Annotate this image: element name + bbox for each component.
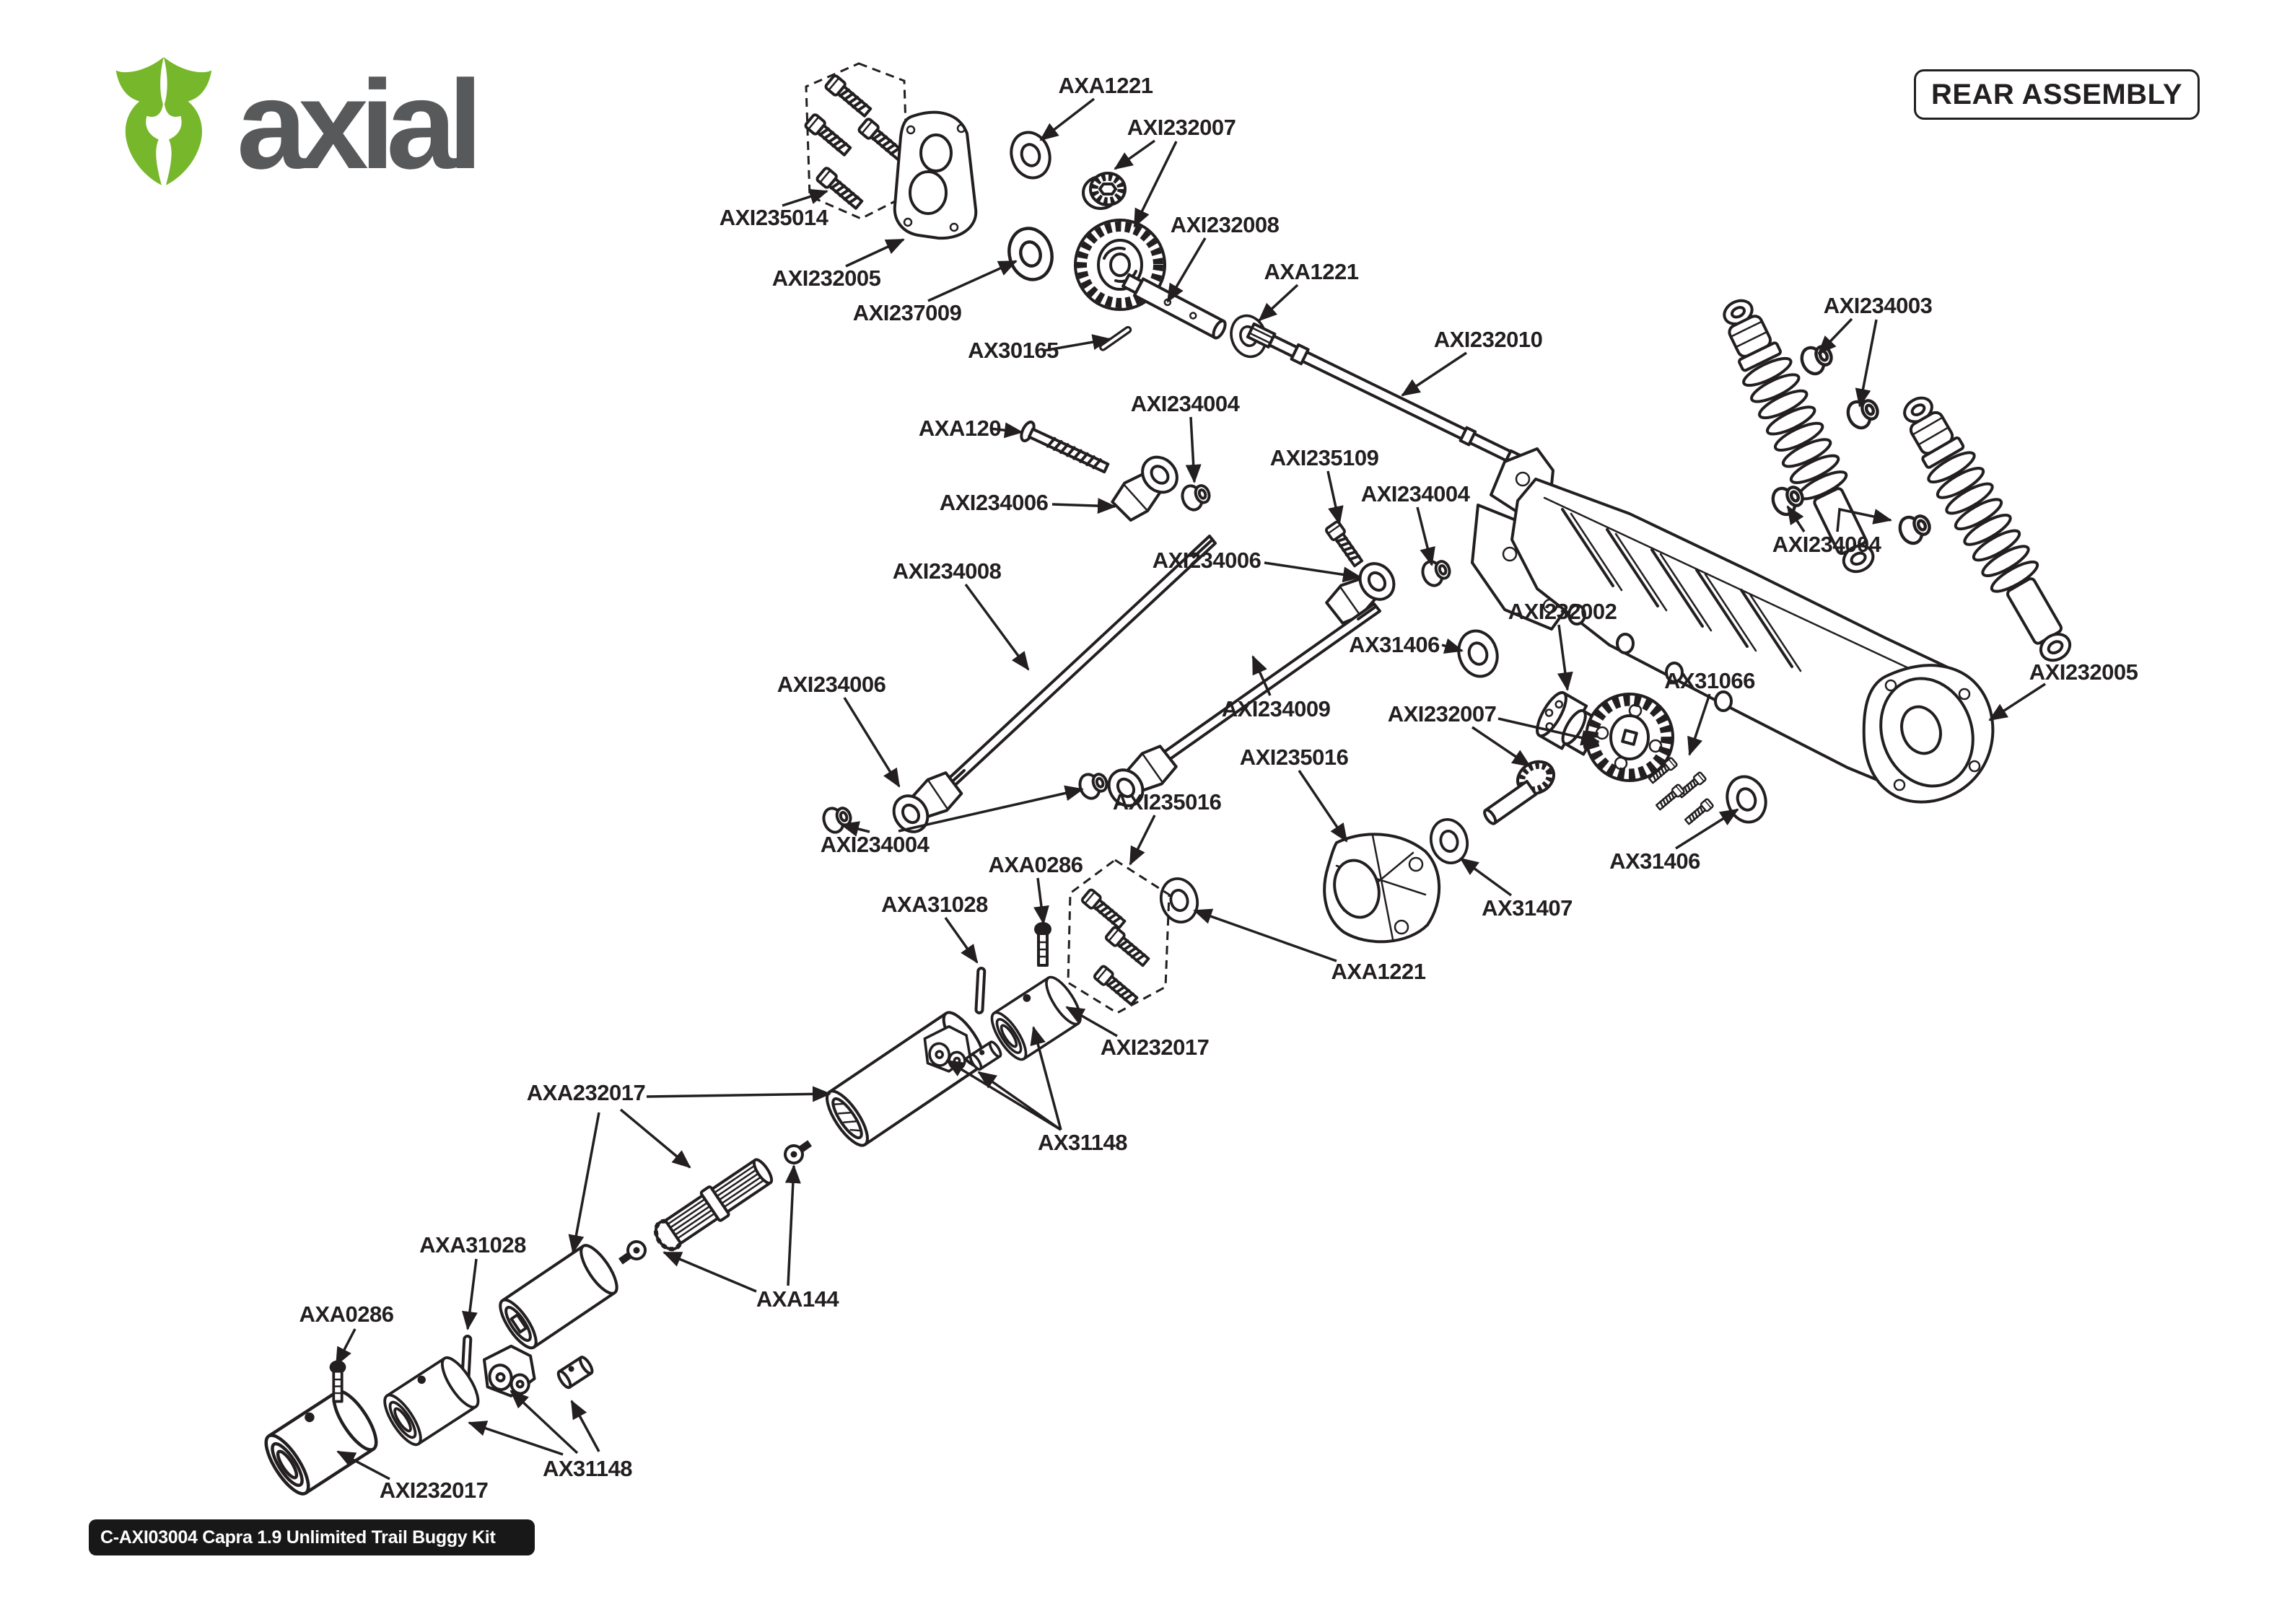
shock-bushing-axi234003-1 <box>1798 341 1836 377</box>
shock-bushing-axi234004-1 <box>1769 481 1807 518</box>
pivot-ball-axi234004-2 <box>1417 554 1455 590</box>
part-label-axi234004-d: AXI234004 <box>1772 532 1881 557</box>
driveshaft-tube-a <box>826 1011 986 1147</box>
part-label-axa0286-b: AXA0286 <box>299 1302 394 1327</box>
kit-label: C-AXI03004 Capra 1.9 Unlimited Trail Bug… <box>89 1519 535 1555</box>
link-screw-axa120 <box>1020 420 1110 474</box>
page-title-text: REAR ASSEMBLY <box>1930 78 2183 110</box>
part-label-axi235014: AXI235014 <box>719 205 828 230</box>
axial-logo: axial <box>115 55 484 196</box>
shock-bushing-axi234004-2 <box>1896 510 1934 547</box>
pinion-gear-axi232007 <box>1082 172 1127 210</box>
set-screw-axa0286-1 <box>1033 921 1053 967</box>
part-label-axi234006-b: AXI234006 <box>1152 548 1261 573</box>
part-label-axi234006-c: AXI234006 <box>777 672 886 697</box>
pin-ax30165 <box>1098 325 1133 352</box>
part-label-ax31148-a: AX31148 <box>1037 1130 1128 1155</box>
driveshaft-tube-b <box>499 1244 618 1350</box>
part-label-ax31407: AX31407 <box>1482 895 1573 921</box>
screw-axa144-2 <box>780 1134 816 1168</box>
u-joint-ax31148-2 <box>479 1341 538 1402</box>
part-label-axi234003: AXI234003 <box>1823 293 1933 318</box>
part-label-axi235016-b: AXI235016 <box>1112 789 1222 815</box>
axle-housing <box>1471 447 1995 804</box>
ring-gear <box>1585 693 1674 782</box>
part-label-axi235109: AXI235109 <box>1269 445 1379 470</box>
gear-shaft-axi232008 <box>1121 273 1227 340</box>
part-label-axi232007-a: AXI232007 <box>1127 115 1236 140</box>
pivot-ball-axi234004-4 <box>1075 767 1112 803</box>
part-label-axa1221-c: AXA1221 <box>1331 959 1426 984</box>
gearbox-plate-axi232005 <box>893 110 978 240</box>
kit-label-text: C-AXI03004 Capra 1.9 Unlimited Trail Bug… <box>100 1527 496 1548</box>
screw-axi235109 <box>1324 519 1366 569</box>
part-label-axi232007-b: AXI232007 <box>1387 701 1497 727</box>
part-label-axa31028-b: AXA31028 <box>419 1232 526 1257</box>
part-label-ax31406-a: AX31406 <box>1349 632 1440 657</box>
part-label-axa31028-a: AXA31028 <box>881 892 988 917</box>
page-title: REAR ASSEMBLY <box>1914 69 2200 120</box>
part-label-axi235016-a: AXI235016 <box>1239 745 1349 770</box>
axial-logo-icon <box>115 57 212 185</box>
brand-wordmark: axial <box>237 55 475 196</box>
part-label-axi234006-a: AXI234006 <box>939 490 1049 515</box>
bearing-axa1221-3 <box>1155 873 1204 928</box>
screw-set-axi235016 <box>1067 859 1171 1014</box>
bearing-axi237009 <box>1004 224 1058 284</box>
pin-axa31028-1 <box>976 968 984 1013</box>
bearing-ax31406-1 <box>1451 624 1505 683</box>
u-joint-pin-2 <box>554 1353 596 1391</box>
part-label-axa1221-b: AXA1221 <box>1264 259 1359 284</box>
axle-shaft-axi232010 <box>1246 322 1531 472</box>
screw-axa144-1 <box>614 1237 650 1270</box>
part-label-axi232017-b: AXI232017 <box>379 1478 489 1503</box>
part-label-axa0286-a: AXA0286 <box>988 852 1083 877</box>
part-label-axi232010: AXI232010 <box>1433 327 1543 352</box>
part-label-ax30165: AX30165 <box>968 338 1059 363</box>
part-label-axi232008: AXI232008 <box>1170 212 1280 237</box>
part-label-axa120: AXA120 <box>918 416 1002 441</box>
part-label-axi234008: AXI234008 <box>892 558 1002 584</box>
part-label-axa144: AXA144 <box>756 1286 839 1312</box>
part-label-axa232017: AXA232017 <box>526 1080 646 1105</box>
part-label-axi234004-a: AXI234004 <box>1130 391 1240 416</box>
pivot-ball-axi234004-3 <box>818 801 856 837</box>
pivot-ball-axi234004-1 <box>1177 478 1215 514</box>
part-label-axi232005-a: AXI232005 <box>771 265 881 291</box>
part-label-axi232005-b: AXI232005 <box>2029 659 2138 685</box>
rod-end-axi234006-1 <box>1106 448 1186 526</box>
part-label-axi234004-c: AXI234004 <box>820 832 930 857</box>
diff-housing-axi235016 <box>1323 833 1441 944</box>
part-label-axi237009: AXI237009 <box>852 300 962 325</box>
part-label-axa1221-a: AXA1221 <box>1058 73 1153 98</box>
part-label-ax31406-b: AX31406 <box>1609 848 1700 874</box>
part-label-axi234009: AXI234009 <box>1221 696 1331 721</box>
part-label-axi234004-b: AXI234004 <box>1360 481 1470 506</box>
pinion-gear-axi232007-2 <box>1483 760 1555 825</box>
shock-bushing-axi234003-2 <box>1844 395 1882 431</box>
part-label-ax31148-b: AX31148 <box>542 1456 633 1481</box>
part-label-axi232002: AXI232002 <box>1508 599 1617 624</box>
bearing-ax31406-2 <box>1720 770 1773 829</box>
screw-set-axi235014 <box>803 62 909 220</box>
part-label-axi232017-a: AXI232017 <box>1100 1035 1210 1060</box>
leader-arrows <box>335 97 2046 1480</box>
coupler-cup-axi232017-2 <box>258 1385 383 1499</box>
part-label-ax31066: AX31066 <box>1664 668 1755 693</box>
splined-slider-axa232017 <box>653 1158 774 1252</box>
